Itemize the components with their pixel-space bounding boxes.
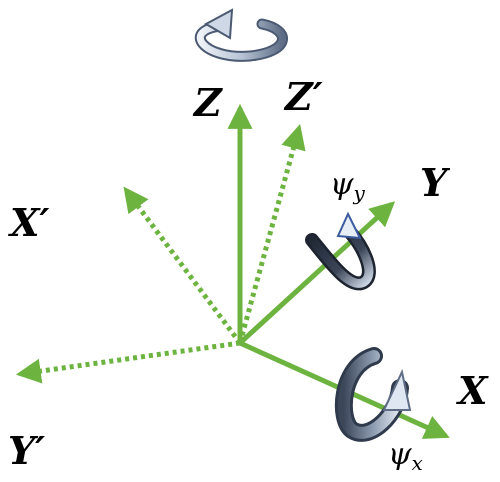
- x-prime-axis: [123, 186, 243, 345]
- y-prime-axis: [15, 340, 241, 384]
- z-prime-axis-label: Z′: [283, 74, 323, 119]
- z-prime-axis: [237, 123, 306, 344]
- rotation-arrow-icon: [194, 8, 288, 62]
- y-axis-label: Y: [420, 160, 451, 205]
- x-prime-axis-label: X′: [8, 200, 50, 245]
- x-axis-label: X: [456, 368, 489, 413]
- psi-y-label: ψy: [330, 167, 366, 205]
- rotation-arrow-icon: [334, 347, 412, 442]
- rotation-arrow-icon: [305, 211, 376, 291]
- z-axis-label: Z: [192, 80, 223, 125]
- psi-x-label: ψx: [388, 437, 423, 475]
- y-prime-axis-label: Y′: [8, 428, 45, 473]
- y-axis: [238, 201, 396, 345]
